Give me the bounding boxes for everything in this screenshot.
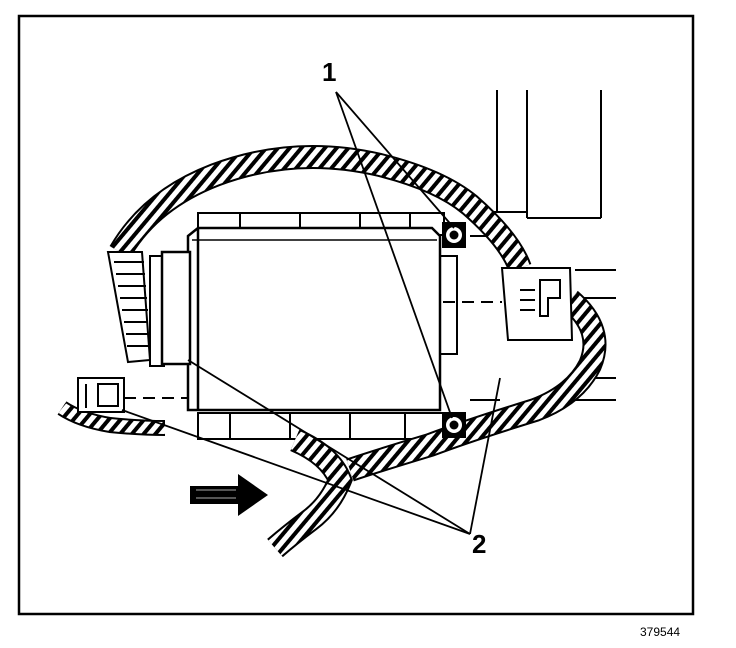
figure-border	[17, 14, 695, 616]
harness-end-connector	[106, 251, 165, 367]
harness-plug-right	[500, 267, 574, 341]
leader-lines	[121, 91, 501, 535]
fastener-lower	[442, 412, 466, 438]
connection-dashes	[124, 301, 502, 399]
callout-2: 2	[472, 529, 486, 559]
arrow-right-icon	[190, 474, 268, 516]
callout-1: 1	[322, 57, 336, 87]
wiring-harness	[57, 145, 607, 558]
fastener-upper	[442, 222, 466, 248]
control-module	[160, 226, 442, 412]
harness-plug-left	[77, 377, 125, 413]
figure-id-label: 379544	[640, 625, 680, 639]
